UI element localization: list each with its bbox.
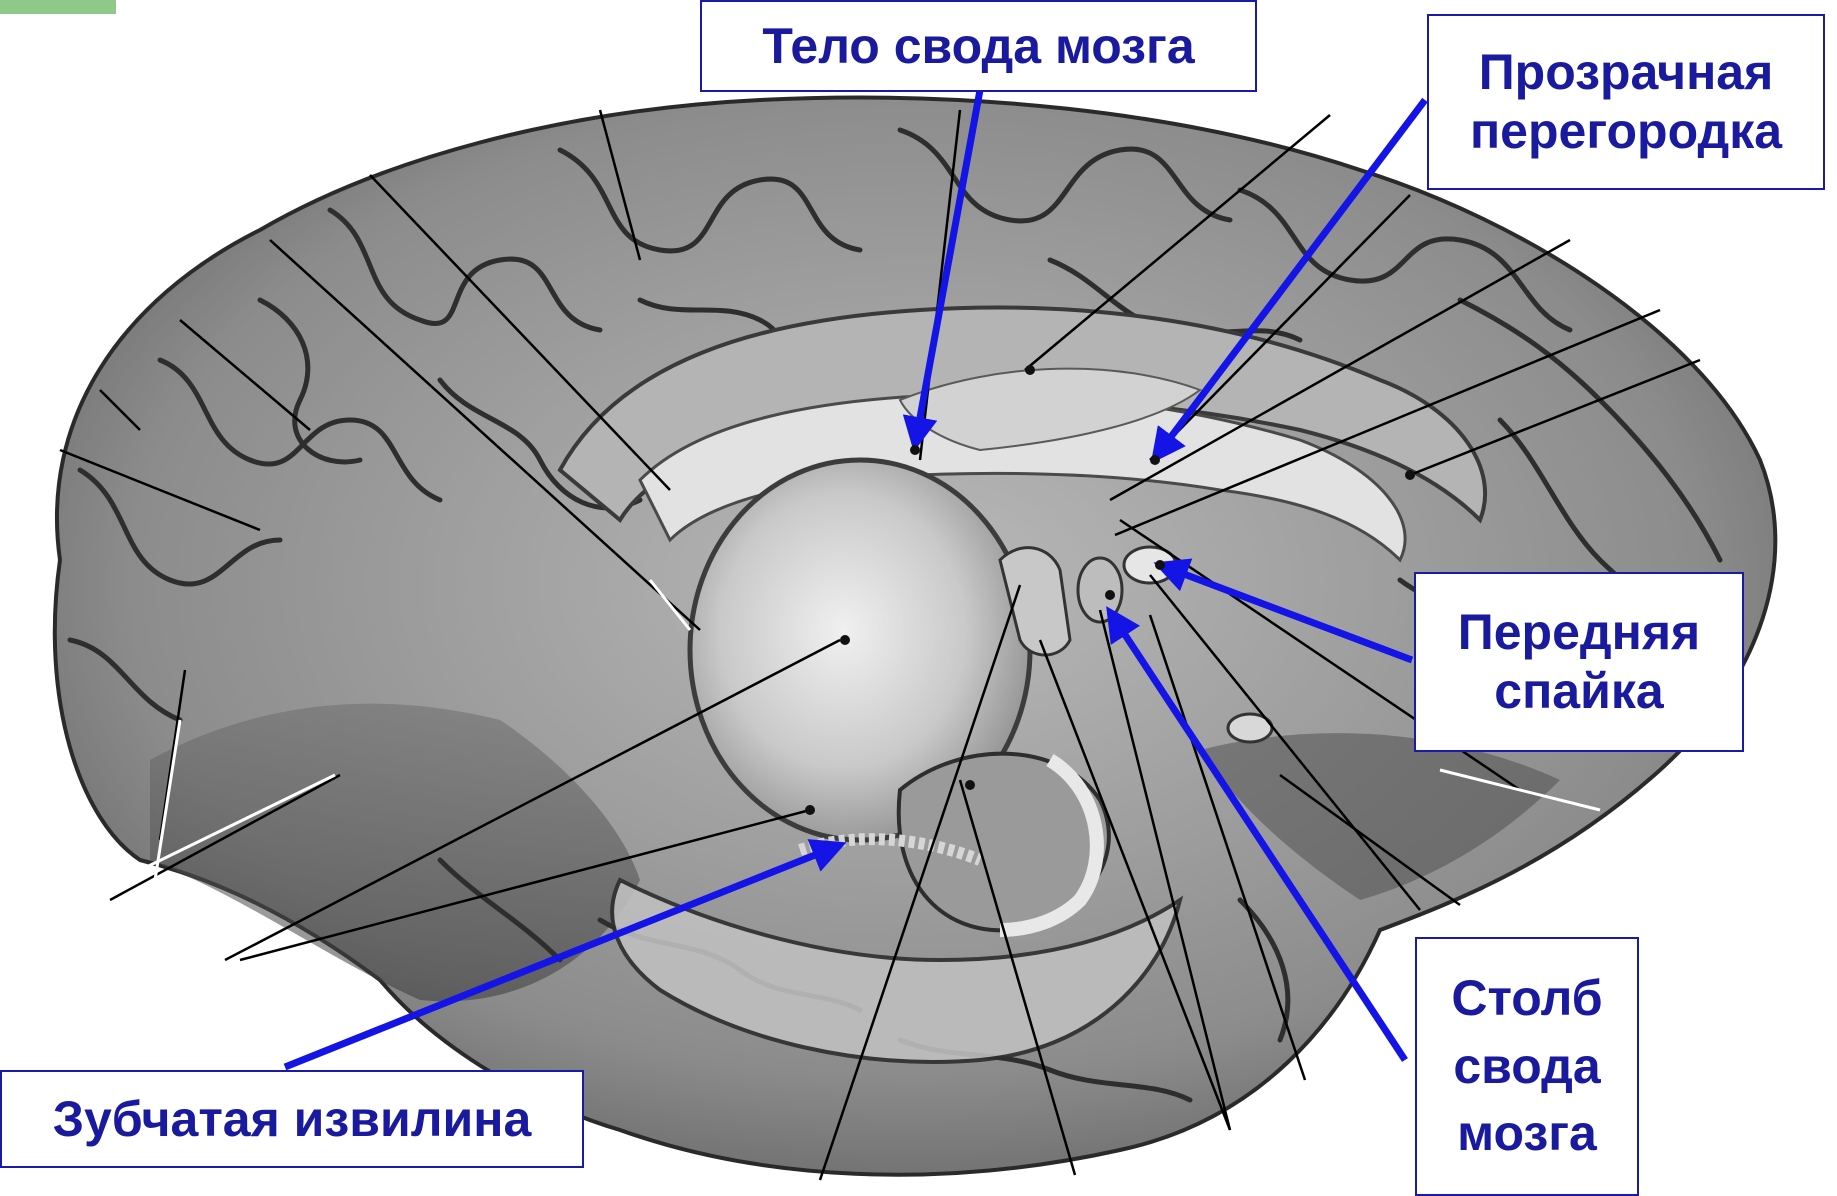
label-septum-line-1: Прозрачная <box>1479 43 1774 102</box>
label-column-line-1: Столб <box>1451 965 1602 1033</box>
label-anterior-commissure-line-2: спайка <box>1494 662 1663 721</box>
label-anterior-commissure-line-1: Передняя <box>1458 603 1700 662</box>
label-septum-pellucidum: Прозрачная перегородка <box>1427 14 1825 190</box>
label-column-of-fornix: Столб свода мозга <box>1415 937 1639 1196</box>
label-anterior-commissure: Передняя спайка <box>1414 572 1744 752</box>
label-dentate-gyrus: Зубчатая извилина <box>0 1070 584 1168</box>
label-septum-line-2: перегородка <box>1470 102 1782 161</box>
label-body-of-fornix-text: Тело свода мозга <box>762 17 1194 76</box>
label-body-of-fornix: Тело свода мозга <box>700 0 1257 92</box>
label-column-line-3: мозга <box>1457 1100 1597 1168</box>
label-dentate-gyrus-text: Зубчатая извилина <box>53 1090 532 1149</box>
label-column-line-2: свода <box>1453 1033 1600 1101</box>
